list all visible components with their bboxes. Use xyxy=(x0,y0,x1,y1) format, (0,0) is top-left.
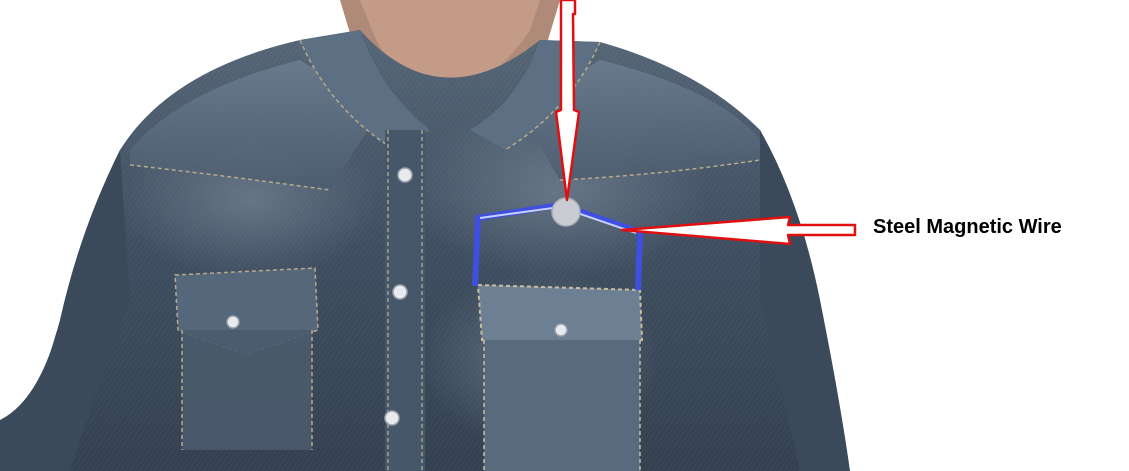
magnet-disc-icon xyxy=(552,198,580,226)
steel-magnetic-wire-label: Steel Magnetic Wire xyxy=(873,215,1062,239)
left-pocket xyxy=(175,268,318,450)
right-pocket xyxy=(478,285,642,471)
